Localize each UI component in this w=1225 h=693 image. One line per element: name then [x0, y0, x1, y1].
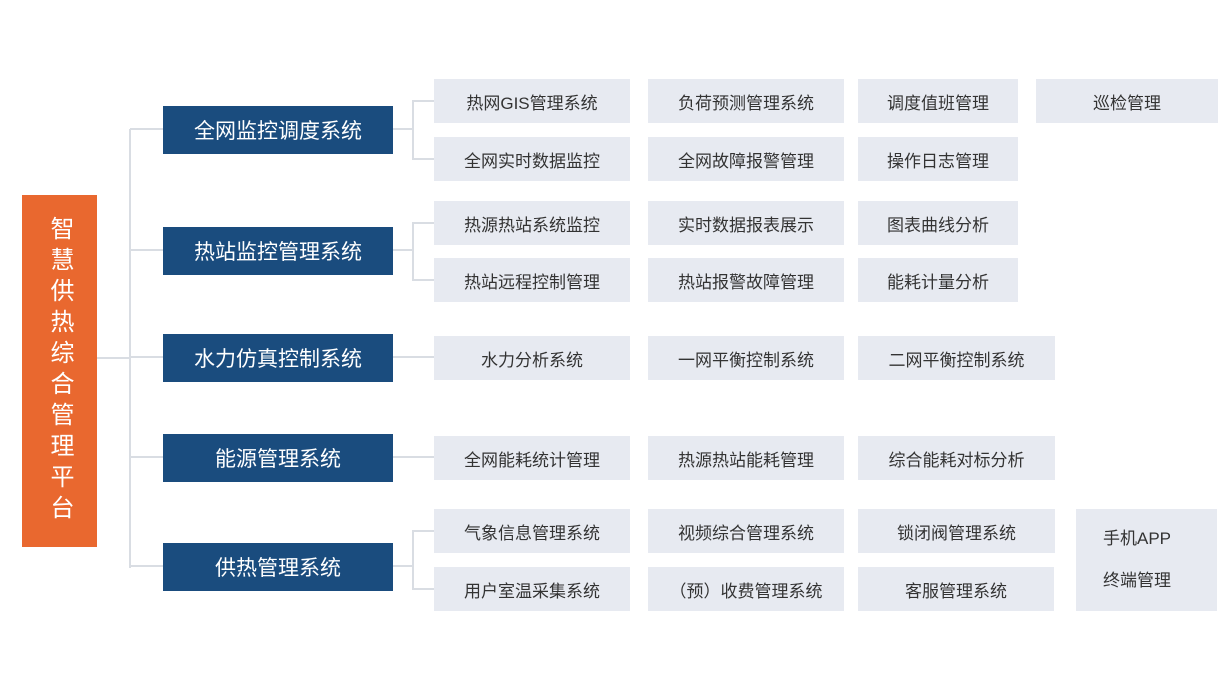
connector-trunk-group3 — [130, 356, 163, 358]
connector-group5-row1 — [412, 530, 434, 532]
subsystem-node: 调度值班管理 — [858, 79, 1018, 123]
group-node-station-monitoring-management: 热站监控管理系统 — [163, 227, 393, 275]
subsystem-node: 热源热站系统监控 — [434, 201, 630, 245]
connector-group5-stub — [393, 565, 413, 567]
connector-trunk-group4 — [130, 456, 163, 458]
connector-trunk-group5 — [130, 565, 163, 567]
connector-group2-bracket — [412, 222, 414, 281]
subsystem-node: 全网能耗统计管理 — [434, 436, 630, 480]
connector-root-to-trunk — [97, 357, 130, 359]
group-node-network-monitoring-dispatch: 全网监控调度系统 — [163, 106, 393, 154]
subsystem-node: 一网平衡控制系统 — [648, 336, 844, 380]
subsystem-node: 水力分析系统 — [434, 336, 630, 380]
subsystem-node: 图表曲线分析 — [858, 201, 1018, 245]
connector-trunk — [129, 129, 131, 568]
subsystem-node: 锁闭阀管理系统 — [858, 509, 1055, 553]
subsystem-node: 巡检管理 — [1036, 79, 1218, 123]
platform-root-node: 智慧供热综合管理平台 — [22, 195, 97, 547]
group-node-hydraulic-simulation-control: 水力仿真控制系统 — [163, 334, 393, 382]
connector-trunk-group1 — [130, 128, 163, 130]
subsystem-node: 视频综合管理系统 — [648, 509, 844, 553]
subsystem-node: 热网GIS管理系统 — [434, 79, 630, 123]
subsystem-node: 热站报警故障管理 — [648, 258, 844, 302]
connector-group5-bracket — [412, 530, 414, 590]
subsystem-node-line: 终端管理 — [1103, 571, 1171, 590]
connector-group1-stub — [393, 128, 413, 130]
subsystem-node: 用户室温采集系统 — [434, 567, 630, 611]
subsystem-node: 客服管理系统 — [858, 567, 1054, 611]
group-node-heating-management: 供热管理系统 — [163, 543, 393, 591]
subsystem-node: 负荷预测管理系统 — [648, 79, 844, 123]
subsystem-node: 二网平衡控制系统 — [858, 336, 1055, 380]
subsystem-node: （预）收费管理系统 — [648, 567, 844, 611]
group-node-energy-management: 能源管理系统 — [163, 434, 393, 482]
subsystem-node: 操作日志管理 — [858, 137, 1018, 181]
subsystem-node: 热站远程控制管理 — [434, 258, 630, 302]
connector-group2-row2 — [412, 279, 434, 281]
subsystem-node: 能耗计量分析 — [858, 258, 1018, 302]
connector-group3 — [393, 356, 434, 358]
connector-group5-row2 — [412, 588, 434, 590]
connector-group4 — [393, 456, 434, 458]
connector-group1-bracket — [412, 100, 414, 160]
subsystem-node: 热源热站能耗管理 — [648, 436, 844, 480]
connector-trunk-group2 — [130, 249, 163, 251]
subsystem-node: 全网故障报警管理 — [648, 137, 844, 181]
connector-group1-row1 — [412, 100, 434, 102]
connector-group1-row2 — [412, 158, 434, 160]
connector-group2-row1 — [412, 222, 434, 224]
subsystem-node: 综合能耗对标分析 — [858, 436, 1055, 480]
subsystem-node: 气象信息管理系统 — [434, 509, 630, 553]
connector-group2-stub — [393, 249, 413, 251]
subsystem-node-mobile-app: 手机APP 终端管理 — [1076, 509, 1217, 611]
subsystem-node: 全网实时数据监控 — [434, 137, 630, 181]
subsystem-node-line: 手机APP — [1103, 529, 1172, 548]
subsystem-node: 实时数据报表展示 — [648, 201, 844, 245]
